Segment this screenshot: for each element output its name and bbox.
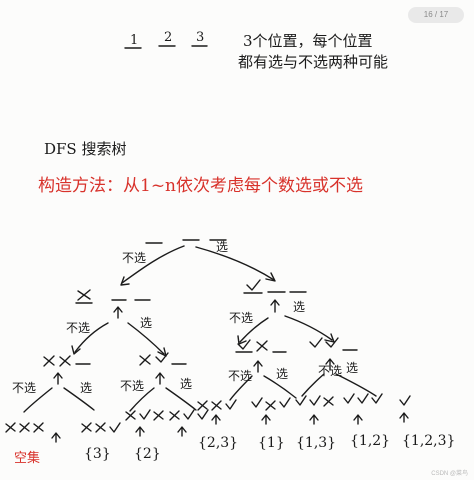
leaf-empty-set: 空集 bbox=[14, 450, 40, 466]
leaf-node-7 bbox=[295, 395, 334, 425]
node-L2-1 bbox=[43, 355, 91, 385]
edge-L2c-right bbox=[263, 375, 297, 399]
node-L1-left bbox=[75, 289, 151, 319]
leaf-node-4 bbox=[169, 409, 209, 437]
label-L2b-choose: 选 bbox=[180, 377, 192, 391]
position-1: 1 bbox=[130, 33, 138, 48]
node-L2-2 bbox=[139, 352, 187, 385]
edge-L2b-left bbox=[129, 387, 155, 412]
edge-L2d-left bbox=[301, 373, 325, 397]
edge-L2a-left bbox=[23, 387, 53, 413]
leaf-set-2-3: {2,3} bbox=[198, 435, 238, 451]
edge-L1R-right-arrow bbox=[324, 333, 335, 343]
edge-root-left-arrow bbox=[120, 276, 130, 286]
edge-L1R-left-arrow bbox=[237, 335, 247, 345]
label-L2a-skip: 不选 bbox=[12, 381, 36, 395]
edge-L1R-left bbox=[239, 317, 269, 343]
leaf-node-3 bbox=[125, 409, 164, 437]
edge-L1L-left bbox=[74, 322, 109, 353]
label-L1R-choose: 选 bbox=[293, 300, 305, 314]
leaf-set-2: {2} bbox=[134, 446, 161, 462]
edge-root-left bbox=[121, 245, 185, 284]
tree-root bbox=[145, 239, 227, 244]
edge-L2a-right bbox=[63, 387, 95, 411]
label-L1L-choose: 选 bbox=[140, 316, 152, 330]
label-L2b-skip: 不选 bbox=[120, 379, 144, 393]
leaf-labels: 空集 {3} {2} {2,3} {1} {1,3} {1,2} {1,2,3} bbox=[14, 433, 455, 466]
leaf-node-8 bbox=[343, 393, 411, 425]
edge-L1R-right bbox=[284, 315, 333, 341]
edge-root-right-arrow bbox=[265, 272, 276, 282]
label-L1R-skip: 不选 bbox=[229, 311, 253, 325]
leaf-set-1: {1} bbox=[258, 435, 285, 451]
edge-L1L-left-arrow bbox=[71, 345, 81, 355]
leaf-node-5 bbox=[197, 399, 237, 425]
edge-L2b-right bbox=[165, 387, 197, 411]
leaf-set-1-3: {1,3} bbox=[296, 435, 336, 451]
label-root-choose: 选 bbox=[216, 240, 228, 254]
label-L2c-skip: 不选 bbox=[228, 369, 252, 383]
label-L2a-choose: 选 bbox=[80, 381, 92, 395]
node-L1-right bbox=[243, 279, 307, 313]
header-line-2: 都有选与不选两种可能 bbox=[238, 53, 388, 71]
leaf-set-1-2-3: {1,2,3} bbox=[402, 433, 455, 449]
header-line-1: 3个位置，每个位置 bbox=[243, 32, 373, 50]
label-L2d-choose: 选 bbox=[346, 361, 358, 375]
page-indicator: 16 / 17 bbox=[408, 7, 464, 23]
edge-L1L-right bbox=[127, 322, 165, 355]
position-3: 3 bbox=[196, 30, 204, 45]
leaf-node-6 bbox=[251, 397, 291, 425]
watermark: CSDN @菜鸟 bbox=[431, 471, 468, 477]
edge-L2c-left bbox=[229, 375, 253, 401]
position-slots: 1 2 3 bbox=[124, 30, 208, 49]
edge-root-right bbox=[195, 246, 275, 281]
node-L2-3 bbox=[235, 339, 287, 373]
leaf-set-3: {3} bbox=[84, 446, 111, 462]
label-L2c-choose: 选 bbox=[276, 367, 288, 381]
position-2: 2 bbox=[164, 30, 172, 45]
method-description: 构造方法：从1~n依次考虑每个数选或不选 bbox=[38, 176, 363, 196]
leaf-set-1-2: {1,2} bbox=[350, 433, 390, 449]
edge-L2d-right bbox=[335, 373, 377, 397]
node-L2-4 bbox=[309, 337, 358, 371]
section-title: DFS 搜索树 bbox=[44, 140, 126, 158]
label-root-skip: 不选 bbox=[122, 251, 146, 265]
label-L1L-skip: 不选 bbox=[66, 321, 90, 335]
leaf-node-2 bbox=[81, 422, 121, 433]
leaf-node-1 bbox=[5, 422, 61, 443]
